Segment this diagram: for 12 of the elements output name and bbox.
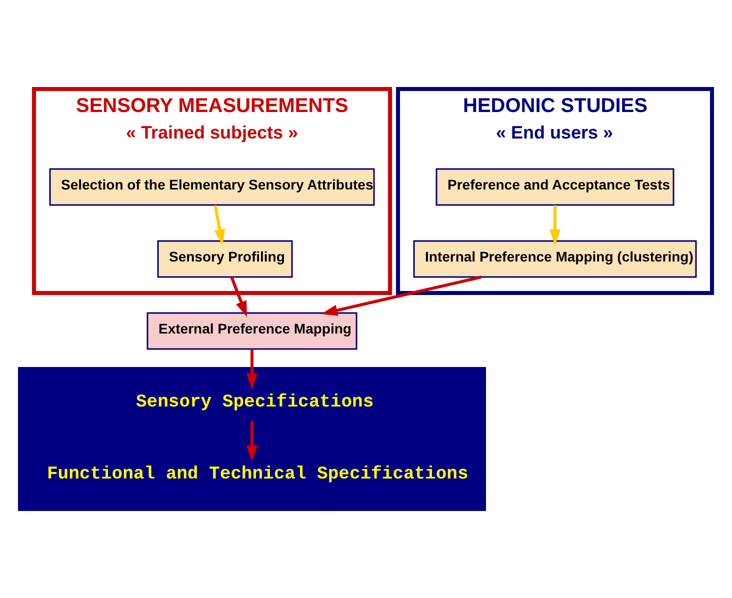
node-box: Internal Preference Mapping (clustering) xyxy=(413,240,697,278)
node-text: Sensory Specifications xyxy=(136,392,374,412)
cluster xyxy=(18,367,486,511)
node-box: Preference and Acceptance Tests xyxy=(436,168,674,206)
node-box: Selection of the Elementary Sensory Attributes xyxy=(49,168,375,206)
arrow xyxy=(214,205,226,246)
arrow xyxy=(246,421,258,462)
node-text: Functional and Technical Specifications xyxy=(47,464,468,484)
node-box: Sensory Profiling xyxy=(157,240,293,278)
arrow xyxy=(549,205,561,246)
arrow xyxy=(246,349,258,390)
node-box: External Preference Mapping xyxy=(146,312,358,350)
